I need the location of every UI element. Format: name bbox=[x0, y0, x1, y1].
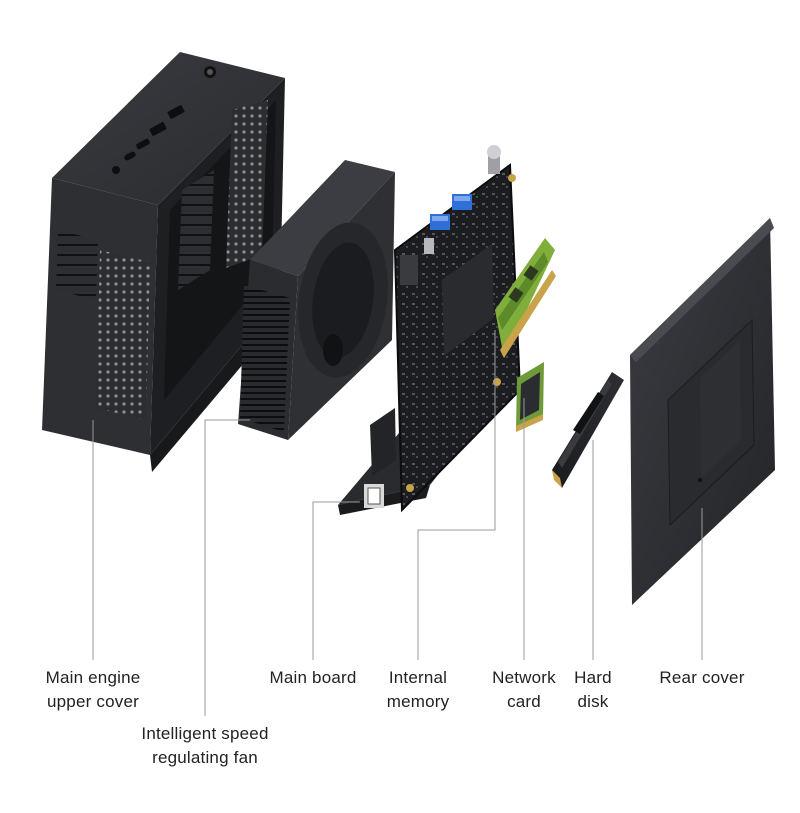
network-card-shape bbox=[516, 362, 544, 432]
fan-shape bbox=[238, 160, 395, 440]
label-network-card: Network card bbox=[492, 668, 556, 711]
leader-lines bbox=[92, 330, 703, 716]
label-memory: Internal memory bbox=[386, 668, 450, 711]
leader-fan bbox=[204, 419, 250, 716]
label-main-board: Main board bbox=[269, 668, 357, 687]
upper-cover-shape bbox=[42, 52, 285, 472]
rear-cover-shape bbox=[630, 218, 775, 605]
main-board-shape bbox=[338, 145, 522, 515]
label-fan: Intelligent speed regulating fan bbox=[141, 724, 269, 767]
memory-shape bbox=[495, 238, 556, 358]
leader-main-board bbox=[312, 501, 360, 660]
hard-disk-shape bbox=[552, 372, 624, 488]
label-upper-cover: Main engine upper cover bbox=[45, 668, 141, 711]
label-hard-disk: Hard disk bbox=[574, 668, 612, 711]
leader-memory bbox=[417, 330, 496, 660]
label-rear-cover: Rear cover bbox=[659, 668, 745, 687]
